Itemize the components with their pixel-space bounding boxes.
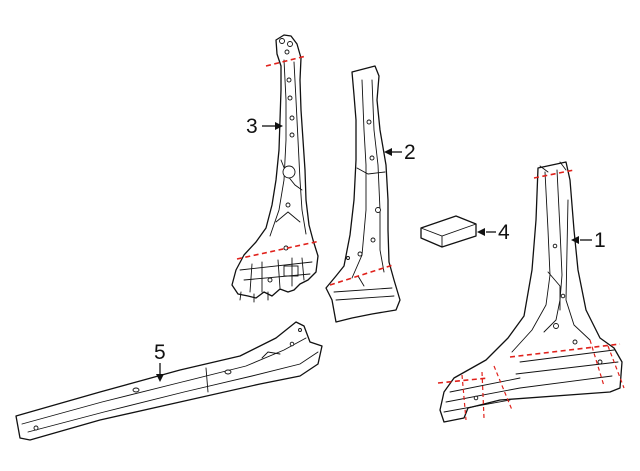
leader-4 <box>477 228 496 236</box>
cut-line <box>329 264 394 286</box>
cut-line <box>589 339 605 387</box>
leader-5 <box>156 363 164 382</box>
cut-line <box>509 343 621 358</box>
cut-line <box>493 365 513 411</box>
cut-line <box>481 371 485 419</box>
cut-line <box>265 55 307 67</box>
leader-2 <box>384 148 402 156</box>
callout-number-3[interactable]: 3 <box>246 115 258 138</box>
part-2-inner-pillar[interactable] <box>325 65 401 323</box>
leader-3 <box>262 122 283 130</box>
cut-line <box>607 345 625 389</box>
part-4-filler-block[interactable] <box>420 215 477 248</box>
callout-number-2[interactable]: 2 <box>404 141 416 164</box>
part-3-pillar-reinforcement[interactable] <box>231 34 319 303</box>
cut-line <box>236 240 321 260</box>
cut-lines <box>236 55 625 421</box>
callout-number-5[interactable]: 5 <box>154 341 166 364</box>
cut-line <box>461 374 467 421</box>
part-5-rocker-sill[interactable] <box>15 321 323 441</box>
callout-number-4[interactable]: 4 <box>498 221 510 244</box>
leader-1 <box>571 236 592 244</box>
part-1-pillar-assembly[interactable] <box>439 161 623 423</box>
cut-line <box>533 169 575 179</box>
callout-number-1[interactable]: 1 <box>594 229 606 252</box>
